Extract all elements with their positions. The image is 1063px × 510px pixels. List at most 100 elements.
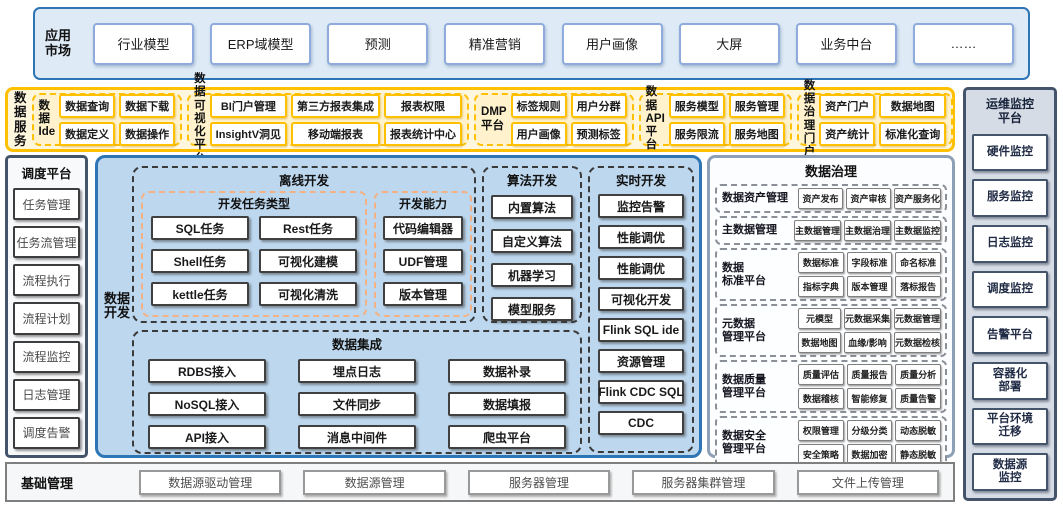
module-chip: 服务管理 (728, 93, 785, 118)
module-chip: 监控告警 (598, 194, 684, 218)
module-chip: RDBS接入 (148, 359, 266, 383)
module-chip: 报表权限 (384, 93, 463, 118)
module-chip: 性能调优 (598, 256, 684, 280)
app-market-item: ERP域模型 (210, 22, 312, 65)
module-chip: 版本管理 (846, 276, 893, 297)
app-market-boxes: 行业模型 ERP域模型 预测 精准营销 用户画像 大屏 业务中台 …… (79, 22, 1014, 65)
module-chip: 报表统计中心 (384, 121, 463, 146)
app-market-item: 大屏 (678, 22, 780, 65)
module-chip: Rest任务 (259, 216, 357, 240)
group-data-visualization: 数据可 视化平台 BI门户管理 第三方报表集成 报表权限 InsightV洞见 … (187, 73, 470, 165)
gov-section-grid: 权限管理 分级分类 动态脱敏 安全策略 数据加密 静态脱敏 (798, 420, 941, 465)
gov-section-label: 数据质量 管理平台 (722, 373, 766, 399)
ops-monitor-panel: 运维监控 平台 硬件监控 服务监控 日志监控 调度监控 告警平台 容器化 部署 … (963, 87, 1057, 501)
scheduler-panel: 调度平台 任务管理 任务流管理 流程执行 流程计划 流程监控 日志管理 调度告警 (5, 155, 88, 458)
offline-dev-title: 离线开发 (278, 174, 329, 188)
module-chip: 分级分类 (846, 420, 893, 441)
scheduler-item: 流程计划 (13, 302, 80, 335)
module-chip: CDC (598, 411, 684, 435)
algorithm-dev-list: 内置算法 自定义算法 机器学习 模型服务 (484, 189, 580, 321)
module-chip: 性能调优 (598, 225, 684, 249)
gov-section-label: 主数据管理 (722, 224, 777, 237)
module-chip: BI门户管理 (209, 93, 288, 118)
module-chip: 代码编辑器 (383, 216, 463, 240)
group-data-api-platform-label: 数据API 平台 (645, 86, 665, 152)
app-market-item: 行业模型 (93, 22, 194, 65)
scheduler-item: 调度告警 (13, 416, 80, 449)
scheduler-item: 任务流管理 (13, 226, 80, 259)
module-chip: 资产服务化 (893, 188, 941, 209)
gov-section-grid: 元模型 元数据采集 元数据管理 数据地图 血缘/影响 元数据检核 (798, 308, 941, 353)
ops-item: 告警平台 (972, 316, 1048, 354)
gov-section-label: 数据资产管理 (722, 192, 788, 205)
gov-section-grid: 资产发布 资产审核 资产服务化 (798, 188, 941, 209)
group-dmp-platform-label: DMP 平台 (481, 106, 507, 132)
gov-section-label: 数据安全 管理平台 (722, 429, 766, 455)
module-chip: 质量告警 (895, 388, 941, 409)
gov-section-grid: 主数据管理 主数据治理 主数据监控 (793, 220, 941, 241)
module-chip: 标准化查询 (879, 121, 947, 146)
module-chip: 自定义算法 (491, 229, 573, 253)
ops-item: 平台环境 迁移 (972, 407, 1048, 446)
section-offline-dev: 离线开发 开发任务类型 SQL任务 Rest任务 Shell任务 可视化建模 k… (132, 166, 476, 323)
data-integration-title: 数据集成 (331, 338, 382, 352)
module-chip: 元数据采集 (843, 308, 891, 329)
group-dev-task-types: 开发任务类型 SQL任务 Rest任务 Shell任务 可视化建模 kettle… (141, 191, 367, 317)
group-data-ide-label: 数据 Ide (38, 99, 56, 139)
governance-title: 数据治理 (804, 164, 857, 179)
module-chip: 机器学习 (491, 263, 573, 287)
ops-item: 数据源 监控 (972, 453, 1048, 491)
module-chip: 主数据治理 (843, 220, 891, 241)
ops-item: 硬件监控 (972, 133, 1048, 172)
module-chip: 元数据管理 (893, 308, 941, 329)
group-governance-portal-grid: 资产门户 数据地图 资产统计 标准化查询 (819, 93, 947, 146)
section-data-integration: 数据集成 RDBS接入 埋点日志 数据补录 NoSQL接入 文件同步 数据填报 … (132, 330, 582, 454)
dev-task-types-title: 开发任务类型 (217, 197, 290, 211)
module-chip: API接入 (148, 425, 266, 449)
algorithm-dev-title: 算法开发 (506, 174, 557, 188)
module-chip: NoSQL接入 (148, 392, 266, 416)
gov-section-label: 数据 标准平台 (722, 261, 766, 287)
module-chip: 爬虫平台 (448, 425, 566, 449)
gov-section-data-assets: 数据资产管理 资产发布 资产审核 资产服务化 (715, 184, 947, 213)
group-dev-capabilities: 开发能力 代码编辑器 UDF管理 版本管理 (374, 191, 472, 317)
gov-section-data-quality: 数据质量 管理平台 质量评估 质量报告 质量分析 数据稽核 智能修复 质量告警 (715, 360, 947, 413)
ops-item: 服务监控 (972, 179, 1048, 217)
gov-section-label: 元数据 管理平台 (722, 317, 766, 343)
base-mgmt-label: 基础管理 (21, 475, 74, 491)
section-realtime-dev: 实时开发 监控告警 性能调优 性能调优 可视化开发 Flink SQL ide … (588, 166, 694, 453)
module-chip: 标签规则 (510, 93, 567, 118)
group-data-ide: 数据 Ide 数据查询 数据下载 数据定义 数据操作 (31, 93, 183, 146)
module-chip: 质量评估 (798, 364, 844, 385)
module-chip: 预测标签 (570, 121, 627, 146)
group-governance-portal: 数据治理 门户 资产门户 数据地图 资产统计 标准化查询 (796, 80, 954, 158)
module-chip: InsightV洞见 (209, 121, 288, 146)
module-chip: 模型服务 (491, 297, 573, 321)
module-chip: 可视化清洗 (259, 282, 357, 306)
module-chip: 指标字典 (798, 276, 844, 297)
scheduler-item: 任务管理 (13, 188, 80, 221)
app-market-item: 业务中台 (795, 22, 897, 65)
scheduler-label: 调度平台 (21, 167, 72, 181)
ops-item: 调度监控 (972, 270, 1048, 309)
module-chip: 数据查询 (59, 93, 116, 118)
module-chip: 数据操作 (119, 121, 176, 146)
module-chip: 服务地图 (728, 121, 785, 146)
gov-section-data-standards: 数据 标准平台 数据标准 字段标准 命名标准 指标字典 版本管理 落标报告 (715, 248, 947, 301)
group-data-visualization-grid: BI门户管理 第三方报表集成 报表权限 InsightV洞见 移动端报表 报表统… (209, 93, 463, 146)
module-chip: 可视化建模 (259, 249, 357, 273)
module-chip: 数据填报 (448, 392, 566, 416)
module-chip: UDF管理 (383, 249, 463, 273)
app-market-item: 用户画像 (561, 22, 663, 65)
module-chip: 资产审核 (845, 188, 891, 209)
app-market-item: 精准营销 (444, 22, 546, 65)
module-chip: 资产门户 (819, 93, 876, 118)
data-dev-label: 数据 开发 (103, 290, 130, 321)
module-chip: 血缘/影响 (843, 332, 891, 353)
module-chip: 可视化开发 (598, 287, 684, 311)
section-algorithm-dev: 算法开发 内置算法 自定义算法 机器学习 模型服务 (482, 166, 582, 323)
module-chip: 数据定义 (59, 121, 116, 146)
group-data-api-platform-grid: 服务模型 服务管理 服务限流 服务地图 (668, 93, 785, 146)
group-data-visualization-label: 数据可 视化平台 (194, 73, 206, 164)
realtime-dev-list: 监控告警 性能调优 性能调优 可视化开发 Flink SQL ide 资源管理 … (590, 189, 692, 435)
